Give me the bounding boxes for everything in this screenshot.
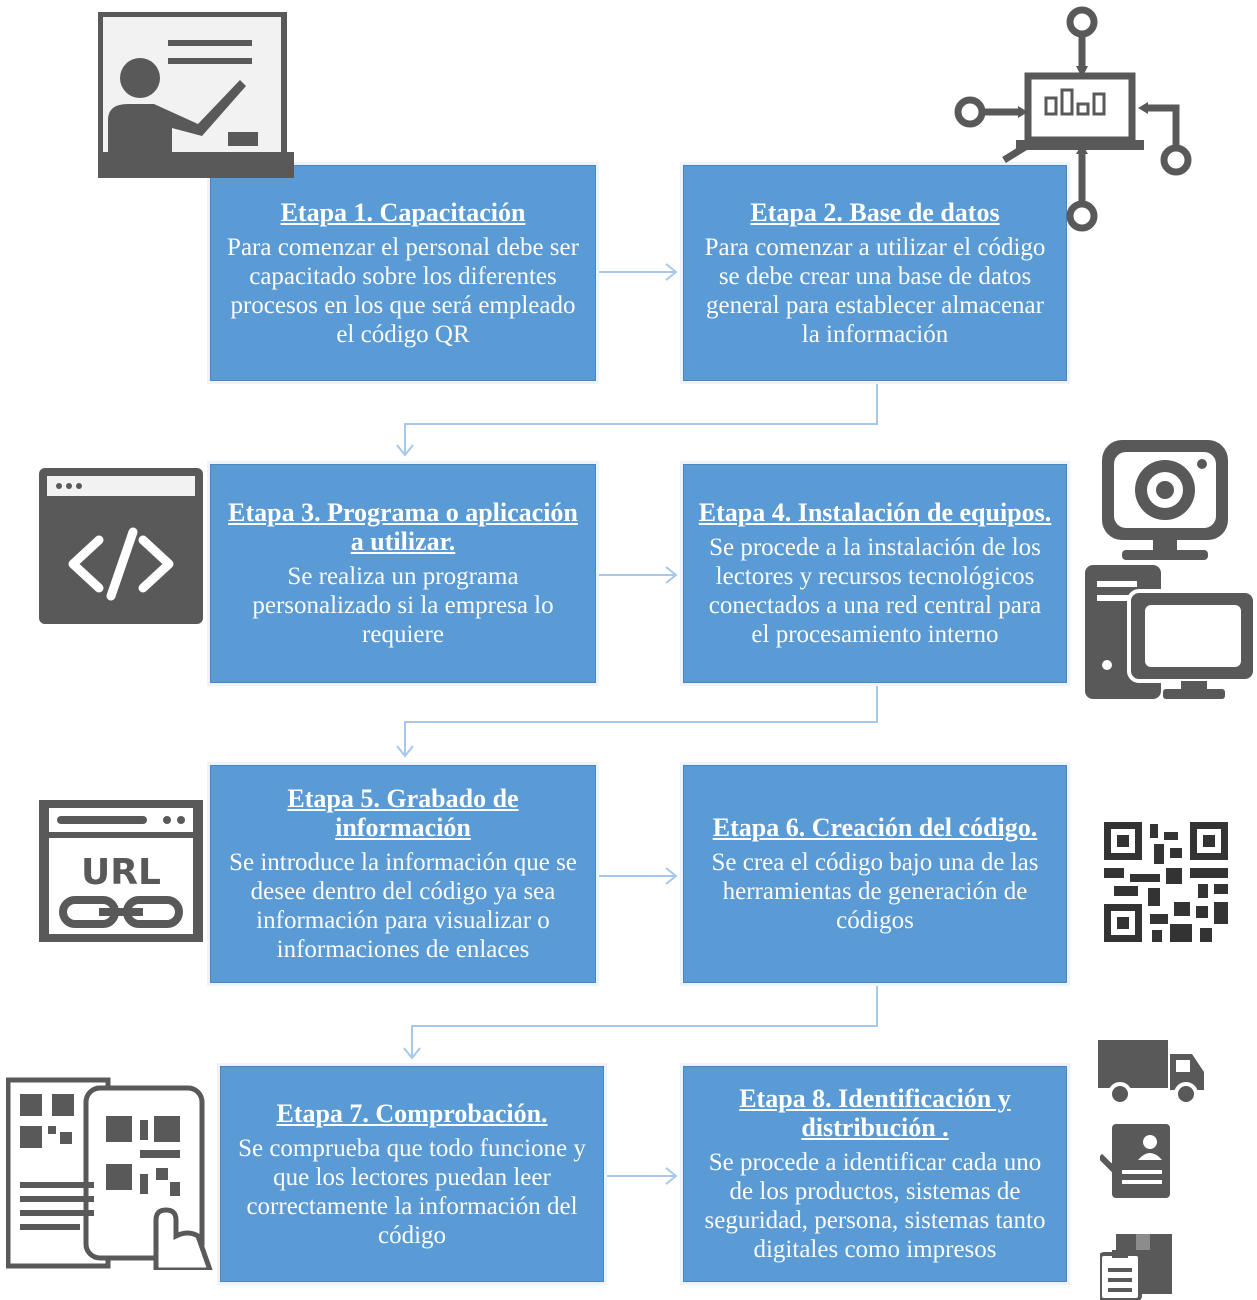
stage-5-box: Etapa 5. Grabado de información Se intro… xyxy=(210,765,596,983)
svg-text:URL: URL xyxy=(81,852,161,893)
arrow-2-3 xyxy=(404,382,878,455)
arrow-6-7 xyxy=(411,984,878,1058)
arrow-4-5 xyxy=(404,684,878,756)
stage-2-box: Etapa 2. Base de datos Para comenzar a u… xyxy=(683,165,1067,381)
qr-code-icon xyxy=(1104,822,1228,942)
stage-3-text: Se realiza un programa personalizado si … xyxy=(252,563,554,648)
stage-6-text: Se crea el código bajo una de las herram… xyxy=(711,849,1039,934)
stage-8-text: Se procede a identificar cada uno de los… xyxy=(704,1149,1046,1263)
stage-2-text: Para comenzar a utilizar el código se de… xyxy=(704,233,1046,348)
stage-1-text: Para comenzar el personal debe ser capac… xyxy=(227,233,579,348)
stage-1-title: Etapa 1. Capacitación xyxy=(280,197,526,227)
stage-2-title: Etapa 2. Base de datos xyxy=(750,197,1000,227)
arrowhead-6-7 xyxy=(403,1047,421,1060)
code-window-icon xyxy=(39,468,203,624)
webcam-icon xyxy=(1102,440,1228,560)
network-laptop-icon xyxy=(954,6,1192,232)
stage-4-title: Etapa 4. Instalación de equipos. xyxy=(698,498,1052,527)
arrowhead-4-5 xyxy=(396,745,414,758)
box-checklist-icon xyxy=(1100,1234,1172,1300)
stage-5-title: Etapa 5. Grabado de información xyxy=(287,784,519,842)
stage-5-text: Se introduce la información que se desee… xyxy=(229,849,577,963)
truck-icon xyxy=(1098,1040,1204,1106)
arrowhead-1-2 xyxy=(665,263,678,281)
stage-3-box: Etapa 3. Programa o aplicación a utiliza… xyxy=(210,464,596,683)
stage-7-box: Etapa 7. Comprobación. Se comprueba que … xyxy=(220,1066,604,1282)
arrowhead-7-8 xyxy=(665,1167,678,1185)
arrowhead-2-3 xyxy=(396,444,414,457)
stage-7-text: Se comprueba que todo funcione y que los… xyxy=(238,1134,586,1249)
stage-8-box: Etapa 8. Identificación y distribución .… xyxy=(683,1066,1067,1282)
teacher-icon xyxy=(98,12,294,178)
stage-8-title: Etapa 8. Identificación y distribución . xyxy=(739,1084,1011,1142)
stage-3-title: Etapa 3. Programa o aplicación a utiliza… xyxy=(228,498,578,556)
stage-6-title: Etapa 6. Creación del código. xyxy=(712,813,1038,842)
stage-4-text: Se procede a la instalación de los lecto… xyxy=(708,534,1042,648)
url-link-icon: URL xyxy=(39,800,203,942)
desktop-computer-icon xyxy=(1085,565,1257,699)
stage-4-box: Etapa 4. Instalación de equipos. Se proc… xyxy=(683,464,1067,683)
stage-7-title: Etapa 7. Comprobación. xyxy=(276,1098,548,1128)
id-card-icon xyxy=(1100,1124,1170,1198)
arrowhead-3-4 xyxy=(665,566,678,584)
arrowhead-5-6 xyxy=(665,867,678,885)
stage-1-box: Etapa 1. Capacitación Para comenzar el p… xyxy=(210,165,596,381)
stage-6-box: Etapa 6. Creación del código. Se crea el… xyxy=(683,765,1067,983)
phone-scan-icon xyxy=(6,1077,213,1270)
